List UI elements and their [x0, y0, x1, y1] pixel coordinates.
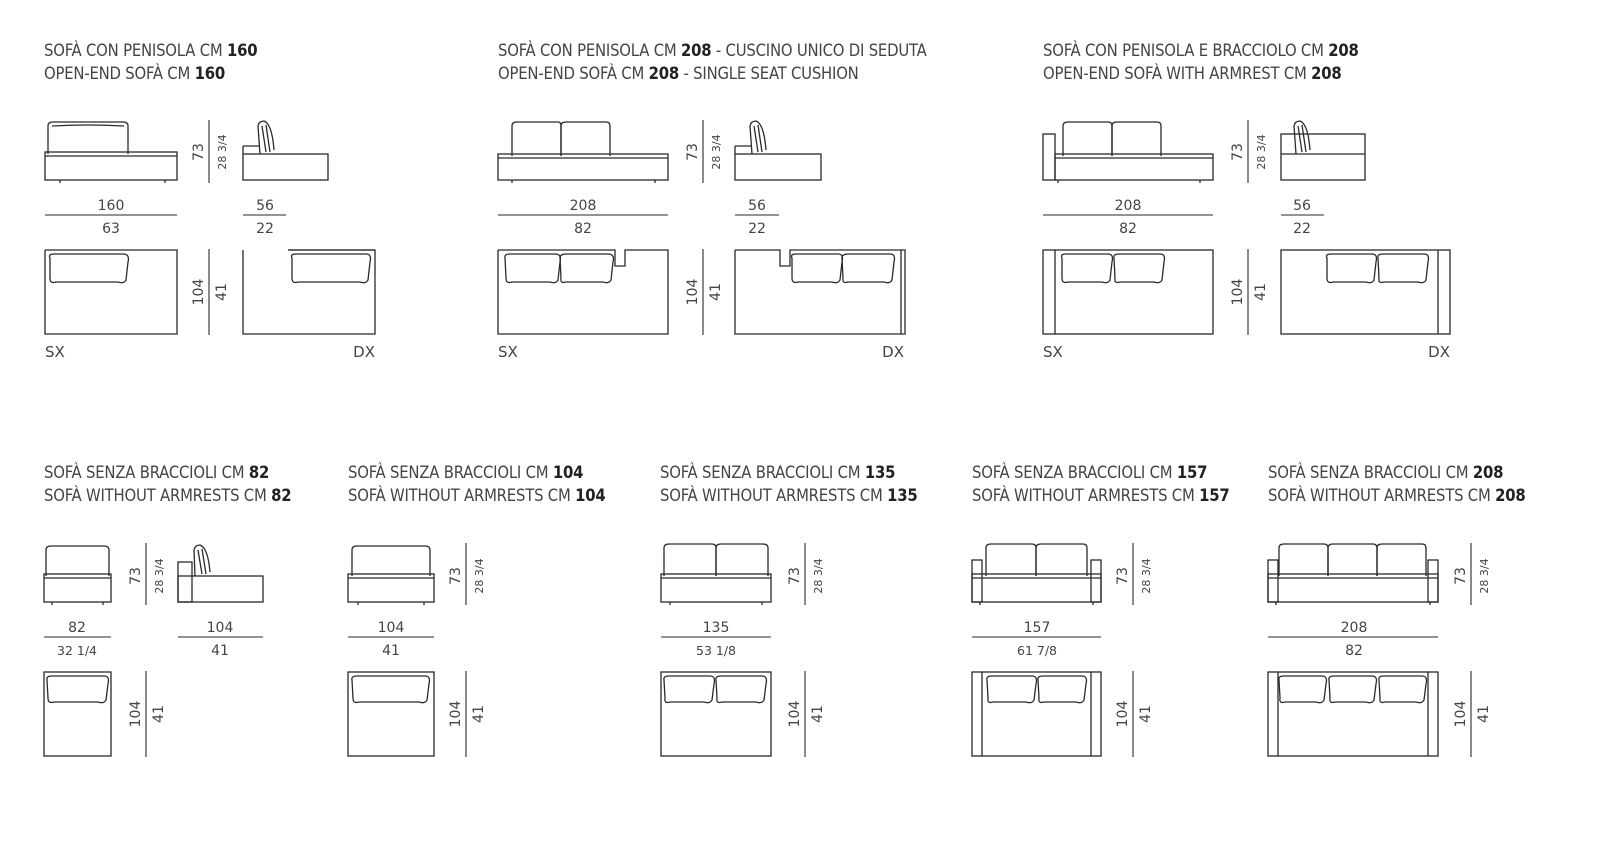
- depth-cm-label: 56: [256, 198, 274, 214]
- plan-cm-label: 104: [787, 701, 803, 728]
- front-view-armless-104: [347, 545, 435, 605]
- side-view-armless-82: [177, 544, 264, 603]
- side-view-open-end-armrest-208: [1280, 120, 1366, 181]
- plan-view-open-end-armrest-208-sx: [1042, 249, 1214, 335]
- width-in-label: 61 7/8: [1017, 643, 1057, 658]
- plan-cm-label: 104: [448, 701, 464, 728]
- section-title-armless-135: SOFÀ SENZA BRACCIOLI CM 135 SOFÀ WITHOUT…: [660, 463, 918, 505]
- width-in-label: 53 1/8: [696, 643, 736, 658]
- front-view-open-end-208: [497, 121, 669, 183]
- depth-in-label: 22: [256, 221, 274, 237]
- section-title-armless-104: SOFÀ SENZA BRACCIOLI CM 104 SOFÀ WITHOUT…: [348, 463, 606, 505]
- plan-cm-label: 104: [1115, 701, 1131, 728]
- plan-in-label: 41: [708, 283, 724, 301]
- section-title-open-end-208: SOFÀ CON PENISOLA CM 208 - CUSCINO UNICO…: [498, 41, 927, 83]
- height-in-label: 28 3/4: [473, 558, 486, 593]
- plan-view-armless-82: [43, 671, 112, 757]
- plan-cm-label: 104: [128, 701, 144, 728]
- plan-in-label: 41: [1476, 705, 1492, 723]
- section-title-armless-208: SOFÀ SENZA BRACCIOLI CM 208 SOFÀ WITHOUT…: [1268, 463, 1526, 505]
- dx-label: DX: [882, 343, 904, 361]
- dx-label: DX: [1428, 343, 1450, 361]
- plan-view-open-end-160-dx: [242, 249, 376, 335]
- height-in-label: 28 3/4: [1255, 134, 1268, 169]
- width-cm-label: 157: [1024, 620, 1051, 636]
- height-cm-label: 73: [1115, 567, 1131, 585]
- front-view-open-end-160: [44, 121, 178, 183]
- plan-in-label: 41: [810, 705, 826, 723]
- width-cm-label: 104: [378, 620, 405, 636]
- sx-label: SX: [498, 343, 518, 361]
- front-view-armless-157: [971, 543, 1102, 605]
- width-in-label: 82: [1345, 643, 1363, 659]
- side-view-open-end-160: [242, 120, 329, 181]
- depth-in-label: 22: [748, 221, 766, 237]
- width-cm-label: 208: [1341, 620, 1368, 636]
- front-view-armless-135: [660, 543, 772, 605]
- height-cm-label: 73: [1453, 567, 1469, 585]
- height-cm-label: 73: [787, 567, 803, 585]
- width-in-label: 82: [1119, 221, 1137, 237]
- height-cm-label: 73: [1230, 143, 1246, 161]
- height-in-label: 28 3/4: [216, 134, 229, 169]
- sx-label: SX: [45, 343, 65, 361]
- plan-view-armless-208: [1267, 671, 1439, 757]
- plan-in-label: 41: [1253, 283, 1269, 301]
- section-title-armless-157: SOFÀ SENZA BRACCIOLI CM 157 SOFÀ WITHOUT…: [972, 463, 1230, 505]
- plan-view-open-end-208-dx: [734, 249, 906, 335]
- width-cm-label: 208: [1115, 198, 1142, 214]
- front-view-armless-82: [43, 545, 112, 605]
- side-view-open-end-208: [734, 120, 822, 181]
- depth-cm-label: 56: [748, 198, 766, 214]
- height-in-label: 28 3/4: [710, 134, 723, 169]
- plan-cm-label: 104: [1453, 701, 1469, 728]
- plan-in-label: 41: [471, 705, 487, 723]
- height-cm-label: 73: [128, 567, 144, 585]
- section-title-open-end-armrest-208: SOFÀ CON PENISOLA E BRACCIOLO CM 208 OPE…: [1043, 41, 1359, 83]
- plan-in-label: 41: [151, 705, 167, 723]
- width-cm-label: 208: [570, 198, 597, 214]
- plan-view-armless-135: [660, 671, 772, 757]
- sx-label: SX: [1043, 343, 1063, 361]
- height-in-label: 28 3/4: [812, 558, 825, 593]
- plan-view-armless-104: [347, 671, 435, 757]
- plan-cm-label: 104: [685, 279, 701, 306]
- plan-cm-label: 104: [191, 279, 207, 306]
- width-in-label: 32 1/4: [57, 643, 97, 658]
- plan-cm-label: 104: [1230, 279, 1246, 306]
- plan-view-open-end-armrest-208-dx: [1280, 249, 1451, 335]
- dimension-labels: 160 63 56 22 73 28 3/4 104 41 SX DX 208 …: [45, 134, 1492, 727]
- height-in-label: 28 3/4: [1140, 558, 1153, 593]
- plan-view-armless-157: [971, 671, 1102, 757]
- width-cm-label: 82: [68, 620, 86, 636]
- depth-in-label: 41: [211, 643, 229, 659]
- width-cm-label: 135: [703, 620, 730, 636]
- width-in-label: 41: [382, 643, 400, 659]
- width-in-label: 63: [102, 221, 120, 237]
- plan-in-label: 41: [1138, 705, 1154, 723]
- height-cm-label: 73: [448, 567, 464, 585]
- section-title-armless-82: SOFÀ SENZA BRACCIOLI CM 82 SOFÀ WITHOUT …: [44, 463, 292, 505]
- plan-view-open-end-160-sx: [44, 249, 178, 335]
- plan-in-label: 41: [214, 283, 230, 301]
- depth-cm-label: 104: [207, 620, 234, 636]
- dx-label: DX: [353, 343, 375, 361]
- front-view-armless-208: [1267, 543, 1439, 605]
- section-title-open-end-160: SOFÀ CON PENISOLA CM 160 OPEN-END SOFÀ C…: [44, 41, 258, 83]
- depth-in-label: 22: [1293, 221, 1311, 237]
- height-in-label: 28 3/4: [1478, 558, 1491, 593]
- height-cm-label: 73: [685, 143, 701, 161]
- front-view-open-end-armrest-208: [1042, 121, 1214, 183]
- width-cm-label: 160: [98, 198, 125, 214]
- height-cm-label: 73: [191, 143, 207, 161]
- plan-view-open-end-208-sx: [497, 249, 669, 335]
- depth-cm-label: 56: [1293, 198, 1311, 214]
- width-in-label: 82: [574, 221, 592, 237]
- height-in-label: 28 3/4: [153, 558, 166, 593]
